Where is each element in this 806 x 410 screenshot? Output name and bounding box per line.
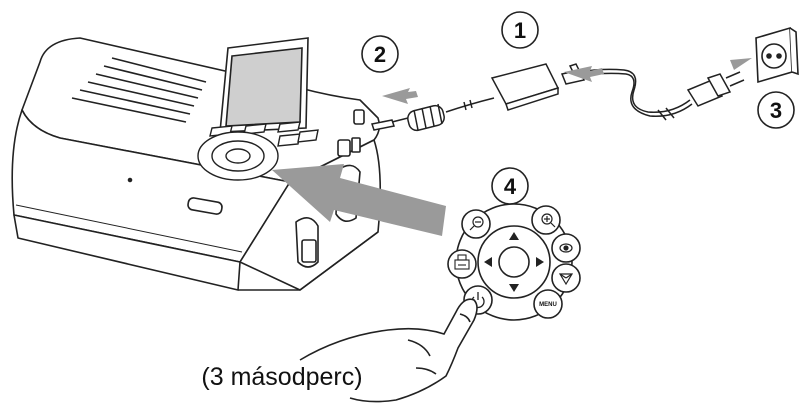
view-button	[551, 233, 581, 263]
svg-text:2: 2	[374, 42, 386, 67]
step-badge-2: 2	[361, 35, 399, 73]
arrow-to-printer	[382, 88, 418, 104]
view-icon	[559, 243, 573, 253]
zoom-in-icon	[541, 213, 556, 228]
effects-icon	[558, 273, 574, 286]
print-button	[447, 249, 477, 279]
svg-text:4: 4	[504, 174, 517, 199]
zoom-out-icon	[469, 216, 484, 231]
lcd-screen	[219, 37, 309, 133]
duration-caption: (3 másodperc)	[201, 363, 362, 391]
step-badge-3: 3	[757, 91, 795, 129]
power-cables	[391, 68, 693, 123]
zoom-out-button	[461, 209, 491, 239]
photo-printer	[11, 37, 382, 291]
vent-grille	[71, 57, 207, 123]
menu-icon: MENU	[539, 302, 557, 308]
power-adapter	[371, 63, 560, 132]
arrow-to-adapter	[564, 66, 604, 82]
print-icon	[454, 254, 470, 270]
wall-plug	[686, 71, 745, 107]
printer-control-panel	[197, 121, 319, 181]
arrow-to-outlet	[730, 58, 752, 70]
direction-arrows	[272, 58, 752, 236]
hand-pressing-button	[299, 298, 478, 403]
menu-button: MENU	[533, 289, 563, 319]
svg-text:3: 3	[770, 98, 782, 123]
zoom-in-button	[531, 205, 561, 235]
effects-button	[551, 263, 581, 293]
svg-text:1: 1	[514, 18, 526, 43]
arrow-to-control-panel	[272, 164, 446, 236]
step-badge-1: 1	[501, 11, 539, 49]
step-badge-4: 4	[491, 167, 529, 205]
wall-outlet	[755, 26, 799, 84]
